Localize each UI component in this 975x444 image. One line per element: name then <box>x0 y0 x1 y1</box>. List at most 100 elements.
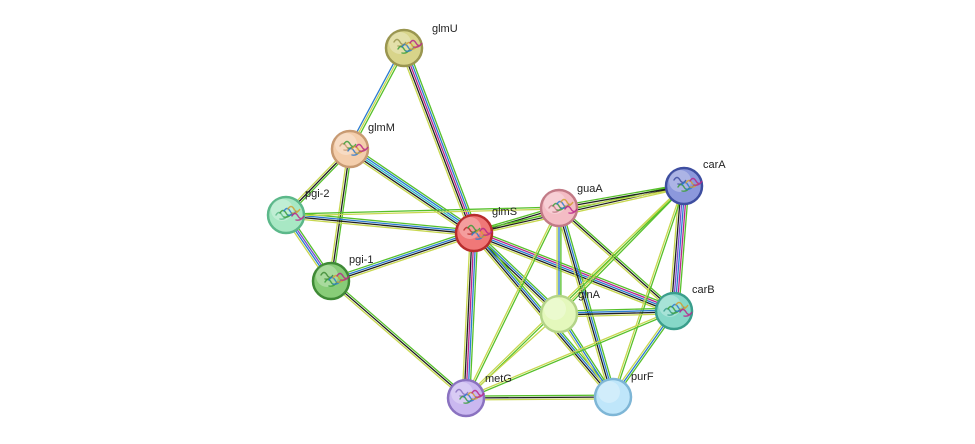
edge-pgi-1-metG <box>329 279 468 400</box>
edge-pgi-2-guaA <box>285 206 560 217</box>
edge-strand <box>465 309 674 398</box>
edge-strand <box>611 185 684 397</box>
node-pgi-2[interactable]: pgi-2 <box>266 188 329 235</box>
node-glnA[interactable]: glnA <box>539 289 601 334</box>
edge-metG-purF <box>465 394 614 401</box>
protein-structure-icon <box>463 224 493 240</box>
edge-strand <box>613 186 686 398</box>
edge-strand <box>670 185 682 311</box>
edge-strand <box>465 396 614 399</box>
edge-strand <box>474 187 685 236</box>
edge-strand <box>285 217 474 237</box>
edge-strand <box>461 232 471 398</box>
protein-structure-icon <box>339 140 369 156</box>
edge-strand <box>676 186 688 312</box>
edge-strand <box>329 229 474 279</box>
node-label-pgi-2: pgi-2 <box>305 188 329 200</box>
edge-carA-purF <box>611 185 686 398</box>
edge-strand <box>561 207 617 397</box>
edge-strand <box>464 207 559 398</box>
node-highlight <box>544 298 566 320</box>
node-carB[interactable]: carB <box>654 284 715 331</box>
edge-strand <box>285 206 559 215</box>
node-circle[interactable] <box>539 294 579 334</box>
edge-strand <box>405 47 477 233</box>
edge-strand <box>351 145 477 231</box>
edge-strand <box>406 46 479 232</box>
structure-strand <box>336 272 350 281</box>
edge-strand <box>558 183 684 207</box>
edge-strand <box>464 184 684 398</box>
edge-strand <box>466 398 614 401</box>
edge-strand <box>473 234 674 314</box>
structure-strand <box>291 212 305 221</box>
edge-strand <box>472 235 673 316</box>
edge-strand <box>330 231 474 281</box>
edge-strand <box>347 151 473 237</box>
edge-strand <box>463 232 473 398</box>
edge-strand <box>557 208 613 398</box>
node-glmU[interactable]: glmU <box>384 23 458 68</box>
edge-strand <box>678 186 690 312</box>
node-label-pgi-1: pgi-1 <box>349 254 373 266</box>
edge-strand <box>674 186 686 312</box>
node-metG[interactable]: metG <box>446 373 512 418</box>
edge-strand <box>559 187 685 211</box>
edge-strand <box>469 233 479 399</box>
edge-glmS-metG <box>461 232 479 399</box>
edge-strand <box>466 186 686 400</box>
edge-guaA-metG <box>464 207 561 399</box>
edge-strand <box>331 235 476 285</box>
node-highlight <box>335 133 357 155</box>
node-highlight <box>459 217 481 239</box>
edge-strand <box>350 146 476 232</box>
protein-structure-icon <box>455 388 485 404</box>
node-circle[interactable] <box>266 195 306 235</box>
edge-strand <box>403 47 475 234</box>
structure-strand <box>355 143 369 152</box>
edge-strand <box>557 208 674 313</box>
edge-strand <box>331 233 475 283</box>
node-carA[interactable]: carA <box>664 159 726 206</box>
protein-structure-icon <box>673 176 703 192</box>
structure-strand <box>689 177 703 186</box>
edge-guaA-carA <box>558 183 685 211</box>
edge-guaA-purF <box>555 207 617 398</box>
edge-strand <box>558 207 675 312</box>
node-glmM[interactable]: glmM <box>330 122 395 169</box>
edge-glmU-glmS <box>399 46 479 235</box>
edge-strand <box>332 149 353 282</box>
structure-strand <box>409 39 423 48</box>
edge-strand <box>555 208 611 398</box>
edge-strand <box>559 207 615 397</box>
protein-structure-icon <box>275 205 305 221</box>
node-label-carB: carB <box>692 284 715 296</box>
node-layer: glmU glmM pgi-2 pgi-1 glmS guaA carA glnA carB me… <box>266 23 726 418</box>
edge-strand <box>466 311 675 400</box>
edge-strand <box>401 48 473 234</box>
edge-strand <box>330 280 467 399</box>
edge-pgi-1-glmS <box>329 229 476 285</box>
node-circle[interactable] <box>593 377 633 417</box>
edge-strand <box>465 313 560 399</box>
node-label-purF: purF <box>631 371 654 383</box>
edge-carA-carB <box>668 185 690 312</box>
node-circle[interactable] <box>654 291 694 331</box>
node-label-glmS: glmS <box>492 206 517 218</box>
node-label-glmU: glmU <box>432 23 458 35</box>
structure-strand <box>564 205 578 214</box>
edge-strand <box>672 185 684 311</box>
edge-strand <box>285 215 474 235</box>
edge-glmM-glmS <box>347 145 477 237</box>
node-glmS[interactable]: glmS <box>454 206 517 253</box>
structure-strand <box>675 301 689 310</box>
node-circle[interactable] <box>539 188 579 228</box>
edge-strand <box>559 206 676 311</box>
structure-strand <box>560 198 574 207</box>
node-label-glnA: glnA <box>578 289 601 301</box>
node-purF[interactable]: purF <box>593 371 654 417</box>
edge-strand <box>559 186 686 316</box>
structure-strand <box>471 389 485 398</box>
node-pgi-1[interactable]: pgi-1 <box>311 254 373 301</box>
node-guaA[interactable]: guaA <box>539 183 603 228</box>
